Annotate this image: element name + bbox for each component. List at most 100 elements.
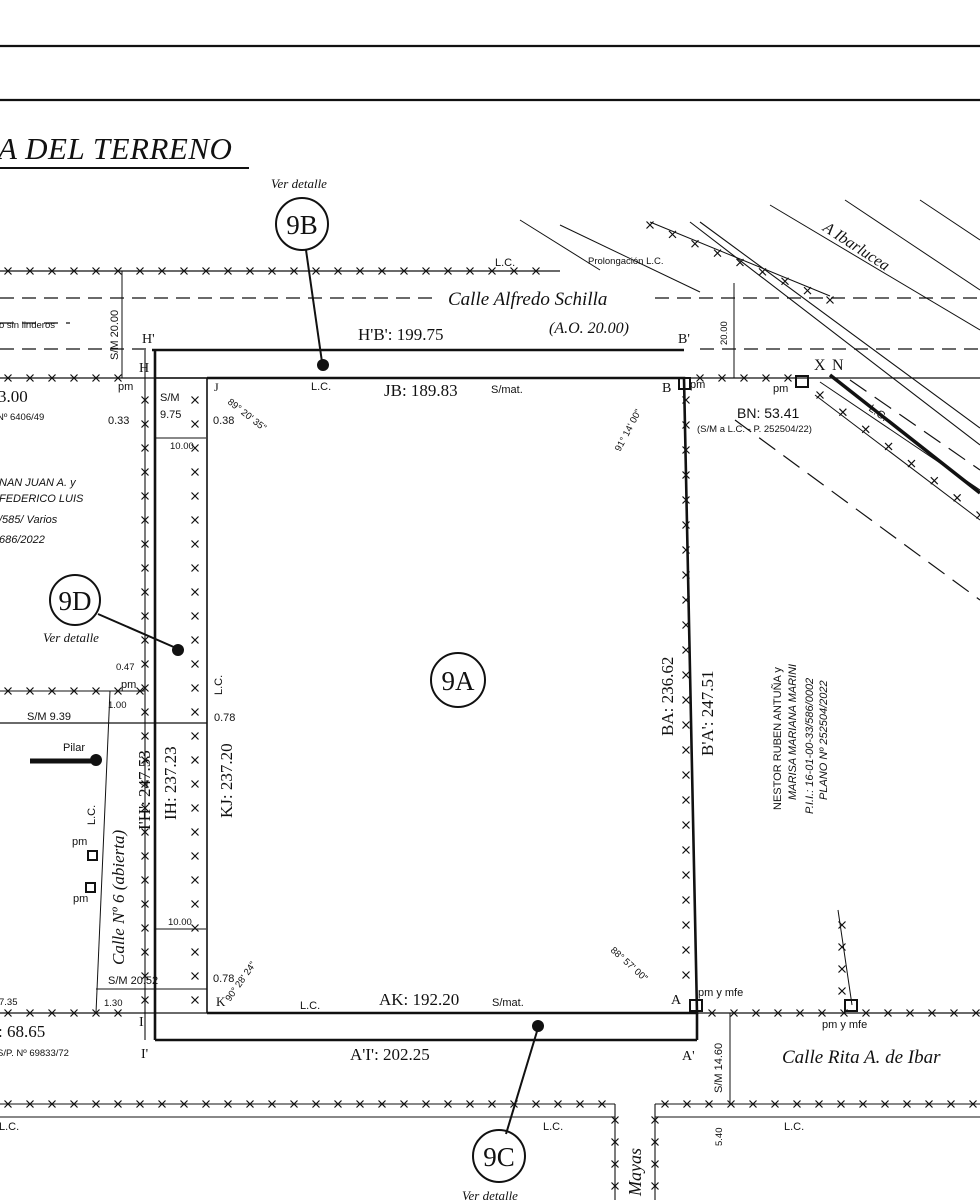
- fence-cross-mark: [422, 1100, 430, 1108]
- fence-cross-mark: [191, 900, 199, 908]
- fence-cross-mark: [70, 1100, 78, 1108]
- fence-cross-mark: [682, 571, 690, 579]
- fence-cross-mark: [838, 965, 846, 973]
- fence-cross-mark: [141, 660, 149, 668]
- fence-cross-mark: [141, 396, 149, 404]
- fence-cross-mark: [682, 446, 690, 454]
- bubble-9c-label: 9C: [483, 1142, 515, 1172]
- diag-fence-2: [814, 394, 980, 521]
- fence-cross-mark: [191, 732, 199, 740]
- lc-mid: L.C.: [543, 1121, 563, 1133]
- fence-cross-mark: [682, 546, 690, 554]
- plan-title: A DEL TERRENO: [0, 131, 232, 166]
- fence-cross-mark: [334, 1100, 342, 1108]
- fence-cross-mark: [740, 374, 748, 382]
- fence-cross-mark: [532, 1100, 540, 1108]
- ibarlucea-label: A Ibarlucea: [819, 219, 893, 275]
- fence-cross-mark: [70, 267, 78, 275]
- fence-cross-mark: [838, 987, 846, 995]
- fence-cross-mark: [930, 476, 939, 485]
- fence-cross-mark: [141, 780, 149, 788]
- fence-cross-mark: [713, 249, 722, 258]
- fence-cross-mark: [682, 396, 690, 404]
- fence-cross-mark: [141, 852, 149, 860]
- fence-cross-mark: [191, 444, 199, 452]
- v1000a: 10.00: [170, 441, 194, 452]
- dim-kj: KJ: 237.20: [217, 743, 236, 818]
- fence-cross-mark: [661, 1100, 669, 1108]
- diag-6: [769, 204, 980, 331]
- pt-x: X: [814, 357, 826, 374]
- fence-cross-mark: [114, 1100, 122, 1108]
- fence-cross-mark: [400, 267, 408, 275]
- fence-cross-mark: [158, 267, 166, 275]
- fence-cross-mark: [422, 267, 430, 275]
- pm-h: pm: [118, 381, 133, 393]
- pm-a-marker: [689, 999, 703, 1012]
- lc-j-label: L.C.: [311, 381, 331, 393]
- fence-cross-mark: [141, 996, 149, 1004]
- fence-cross-mark: [191, 852, 199, 860]
- pm-left-2: pm: [72, 836, 87, 848]
- fence-cross-mark: [838, 943, 846, 951]
- fence-cross-mark: [907, 459, 916, 468]
- dim-hb: H'B': 199.75: [358, 325, 443, 344]
- diag-2: [559, 224, 701, 293]
- fence-cross-mark: [141, 948, 149, 956]
- schilla-street-label: Calle Alfredo Schilla: [448, 289, 607, 310]
- fence-cross-mark: [4, 1009, 12, 1017]
- fence-cross-mark: [718, 374, 726, 382]
- lc-bot-r: L.C.: [784, 1121, 804, 1133]
- fence-cross-mark: [861, 425, 870, 434]
- pt-a: A: [671, 993, 682, 1008]
- fence-cross-mark: [682, 971, 690, 979]
- fence-cross-mark: [191, 636, 199, 644]
- fence-cross-mark: [781, 277, 789, 286]
- bubble-9b: [275, 197, 329, 251]
- fence-cross-mark: [48, 374, 56, 382]
- v047: 0.47: [116, 662, 135, 673]
- fence-cross-mark: [488, 267, 496, 275]
- v038: 0.38: [213, 415, 234, 427]
- fence-cross-mark: [48, 687, 56, 695]
- v078a: 0.78: [214, 712, 235, 724]
- pt-n: N: [832, 357, 844, 374]
- fence-cross-mark: [191, 828, 199, 836]
- bubble-9d-leader: [97, 613, 177, 649]
- bn-sub: (S/M a L.C. - P. 252504/22): [697, 424, 812, 435]
- fence-cross-mark: [191, 540, 199, 548]
- smrat-bot: S/mat.: [492, 997, 524, 1009]
- fence-cross-mark: [191, 588, 199, 596]
- fence-cross-mark: [246, 267, 254, 275]
- dim-bapr: B'A': 247.51: [698, 671, 717, 756]
- fence-cross-mark: [26, 1100, 34, 1108]
- dim-ih2: IH: 237.23: [161, 746, 180, 820]
- lc-line-crosses: [4, 374, 792, 382]
- pm-x-marker: [795, 375, 809, 388]
- fence-cross-mark: [334, 267, 342, 275]
- fence-cross-mark: [838, 408, 847, 417]
- fence-cross-mark: [682, 921, 690, 929]
- angle-a: 88° 57' 00": [608, 945, 650, 984]
- owner-left-1: NAN JUAN A. y: [0, 477, 77, 489]
- fence-cross-mark: [246, 1100, 254, 1108]
- diag-fence-1: [819, 381, 980, 491]
- fence-cross-mark: [682, 871, 690, 879]
- fence-cross-mark: [682, 796, 690, 804]
- fence-cross-mark: [141, 516, 149, 524]
- bubble-9b-leader: [305, 249, 323, 363]
- fence-cross-mark: [762, 374, 770, 382]
- pt-h: H: [139, 361, 149, 376]
- dim-jb: JB: 189.83: [384, 381, 458, 400]
- fence-cross-mark: [202, 267, 210, 275]
- v540: 5.40: [714, 1128, 725, 1147]
- fence-cross-mark: [947, 1100, 955, 1108]
- fence-cross-mark: [92, 1009, 100, 1017]
- fence-cross-mark: [730, 1009, 738, 1017]
- fence-cross-mark: [488, 1100, 496, 1108]
- ref-bot: S/P. Nº 69833/72: [0, 1048, 69, 1059]
- left-area: : 68.65: [0, 1022, 45, 1041]
- sm1460: S/M 14.60: [713, 1043, 725, 1093]
- diagonal-fence-crosses: [646, 221, 980, 519]
- fence-cross-mark: [554, 1100, 562, 1108]
